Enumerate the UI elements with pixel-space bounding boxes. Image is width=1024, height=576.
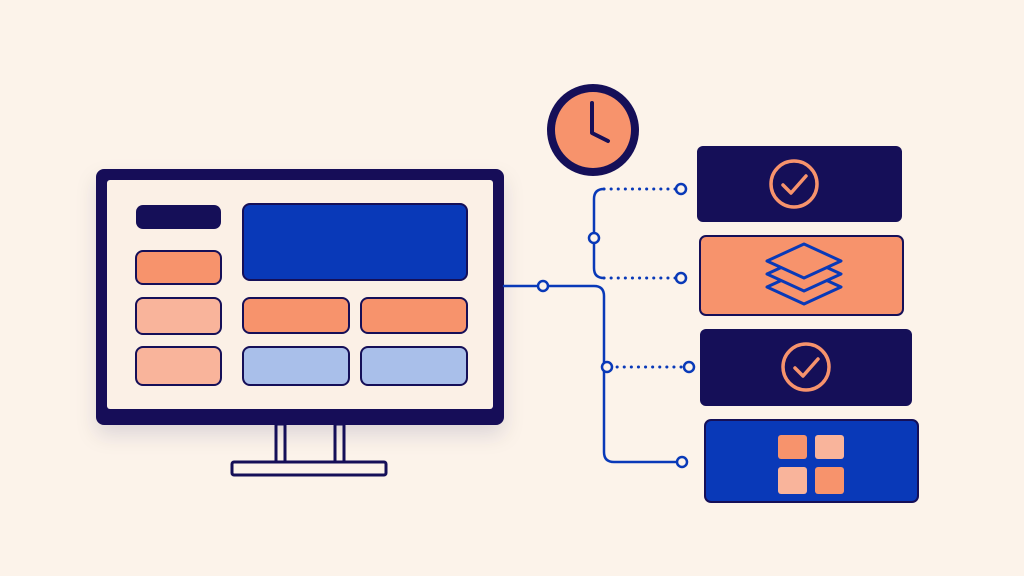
connector-nodes [536,182,696,469]
screen-nav-pill [136,205,221,229]
grid-icon [778,435,844,494]
screen-hero-block [242,203,468,281]
screen-card-orange-2 [360,297,468,334]
connector-main [502,284,684,464]
screen-sidebar-item-1 [135,250,222,285]
layers-icon [765,242,843,306]
node-monitor-out [536,279,550,293]
screen-card-blue-2 [360,346,468,386]
check-circle-icon [781,342,831,392]
check-circle-icon [769,159,819,209]
task-card-grid [704,419,919,503]
screen-sidebar-item-3 [135,346,222,386]
monitor-base [230,460,388,477]
monitor-icon [96,169,504,477]
node-card-3 [682,360,696,374]
task-card-layers [699,235,904,316]
node-card-4 [675,455,689,469]
node-card-2 [674,271,688,285]
node-card-1 [674,182,688,196]
task-card-check-2 [700,329,912,406]
clock-icon [547,84,639,176]
node-branch-mid [600,360,614,374]
clock-hands [590,101,610,143]
node-branch-top [587,231,601,245]
screen-card-blue-1 [242,346,350,386]
screen-sidebar-item-2 [135,297,222,335]
screen-card-orange-1 [242,297,350,334]
task-card-check-1 [697,146,902,222]
